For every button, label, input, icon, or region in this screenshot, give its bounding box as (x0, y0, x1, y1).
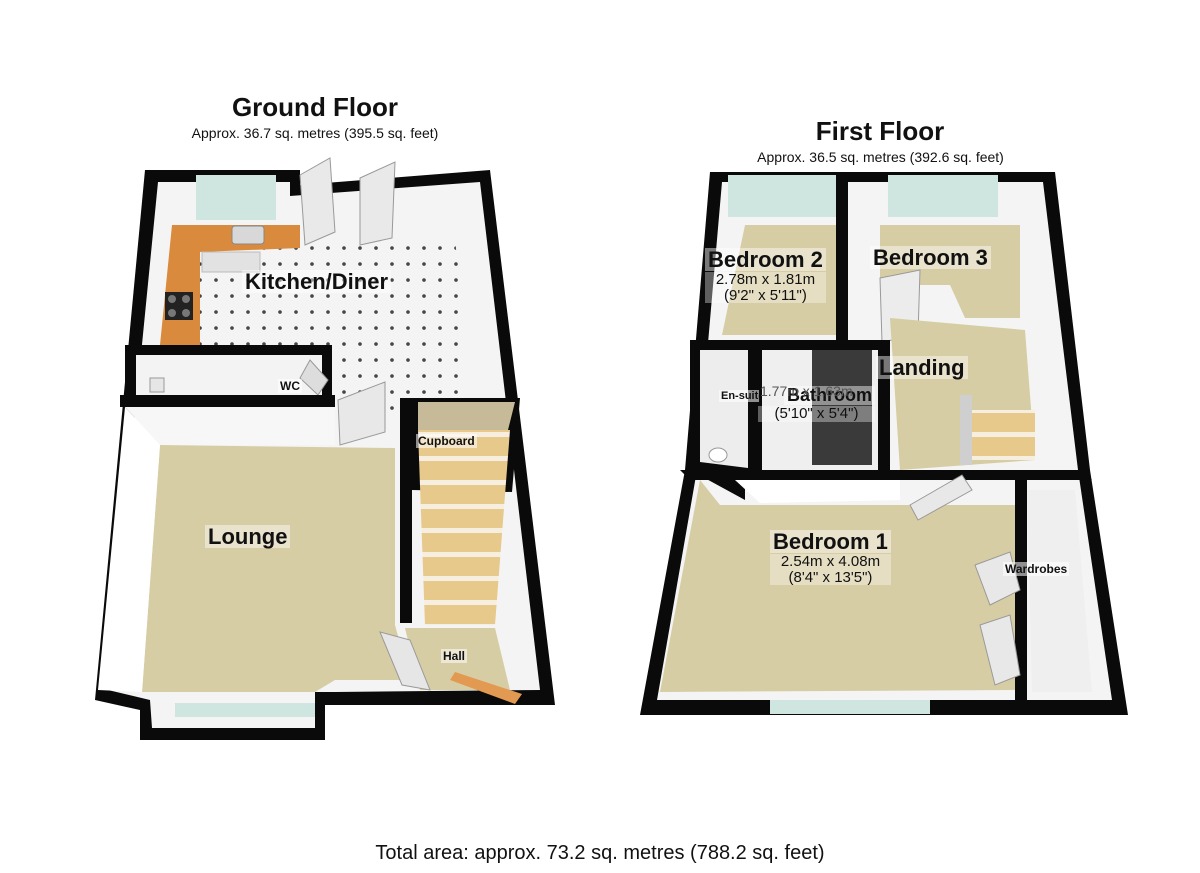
room-dim-ft-bathroom: (5'10" x 5'4") (758, 406, 875, 422)
first-stairs (968, 410, 1035, 460)
bedroom2-window (728, 175, 836, 217)
first-floor-area: Approx. 36.5 sq. metres (392.6 sq. feet) (757, 149, 1004, 165)
kitchen-worktop (160, 225, 300, 345)
room-label-bathroom: 1.77m x 1.63m Bathroom (5'10" x 5'4") (758, 383, 875, 422)
ground-floor-area: Approx. 36.7 sq. metres (395.5 sq. feet) (191, 125, 439, 141)
wardrobes (1027, 490, 1092, 692)
room-label-ensuite: En-suite (719, 390, 759, 402)
room-name-landing: Landing (876, 356, 968, 379)
room-label-bedroom1: Bedroom 1 2.54m x 4.08m (8'4" x 13'5") (770, 530, 891, 586)
ground-floor-plan (95, 157, 555, 740)
french-door-left (299, 157, 336, 246)
sink-icon (231, 225, 265, 245)
room-name-kitchen: Kitchen/Diner (242, 270, 392, 293)
room-dim-ft-bedroom1: (8'4" x 13'5") (770, 569, 891, 586)
room-label-cupboard: Cupboard (416, 434, 477, 448)
room-label-wardrobes: Wardrobes (1003, 562, 1070, 576)
room-name-bedroom1: Bedroom 1 (770, 530, 891, 553)
kitchen-window (196, 175, 276, 220)
ground-stairs (418, 430, 510, 625)
room-label-kitchen: Kitchen/Diner (242, 270, 392, 294)
room-dim-ft-bedroom2: (9'2" x 5'11") (705, 287, 826, 304)
room-label-wc: WC (278, 379, 302, 393)
cupboard (418, 402, 515, 430)
bedroom1-floor (660, 480, 1015, 692)
kitchen-floor (200, 240, 470, 445)
room-name-lounge: Lounge (205, 525, 291, 548)
bedroom3-window (888, 175, 998, 217)
room-name-bathroom: Bathroom (784, 386, 875, 405)
bedroom2-floor (722, 225, 838, 335)
first-floor-title: First Floor (815, 116, 945, 146)
room-dim-m-bedroom1: 2.54m x 4.08m (770, 554, 891, 570)
room-label-hall: Hall (441, 649, 468, 663)
ensuite-floor (700, 350, 748, 468)
bedroom3-floor (880, 225, 1020, 318)
ground-floor-title: Ground Floor (231, 92, 399, 122)
lounge-window (175, 703, 315, 717)
room-name-bedroom2: Bedroom 2 (705, 248, 826, 271)
room-dim-m-bathroom: 1.77m x 1.63m (760, 383, 853, 399)
total-area: Total area: approx. 73.2 sq. metres (788… (375, 842, 825, 864)
lounge-floor (142, 445, 410, 692)
room-label-bedroom3: Bedroom 3 (870, 246, 991, 270)
room-label-lounge: Lounge (205, 525, 291, 549)
french-door-right (359, 161, 396, 246)
bedroom1-window (770, 700, 930, 714)
first-floor-plan (640, 172, 1128, 715)
room-label-landing: Landing (876, 356, 968, 380)
room-label-bedroom2: Bedroom 2 2.78m x 1.81m (9'2" x 5'11") (705, 248, 826, 304)
room-dim-m-bedroom2: 2.78m x 1.81m (705, 272, 826, 288)
room-name-bedroom3: Bedroom 3 (870, 246, 991, 269)
